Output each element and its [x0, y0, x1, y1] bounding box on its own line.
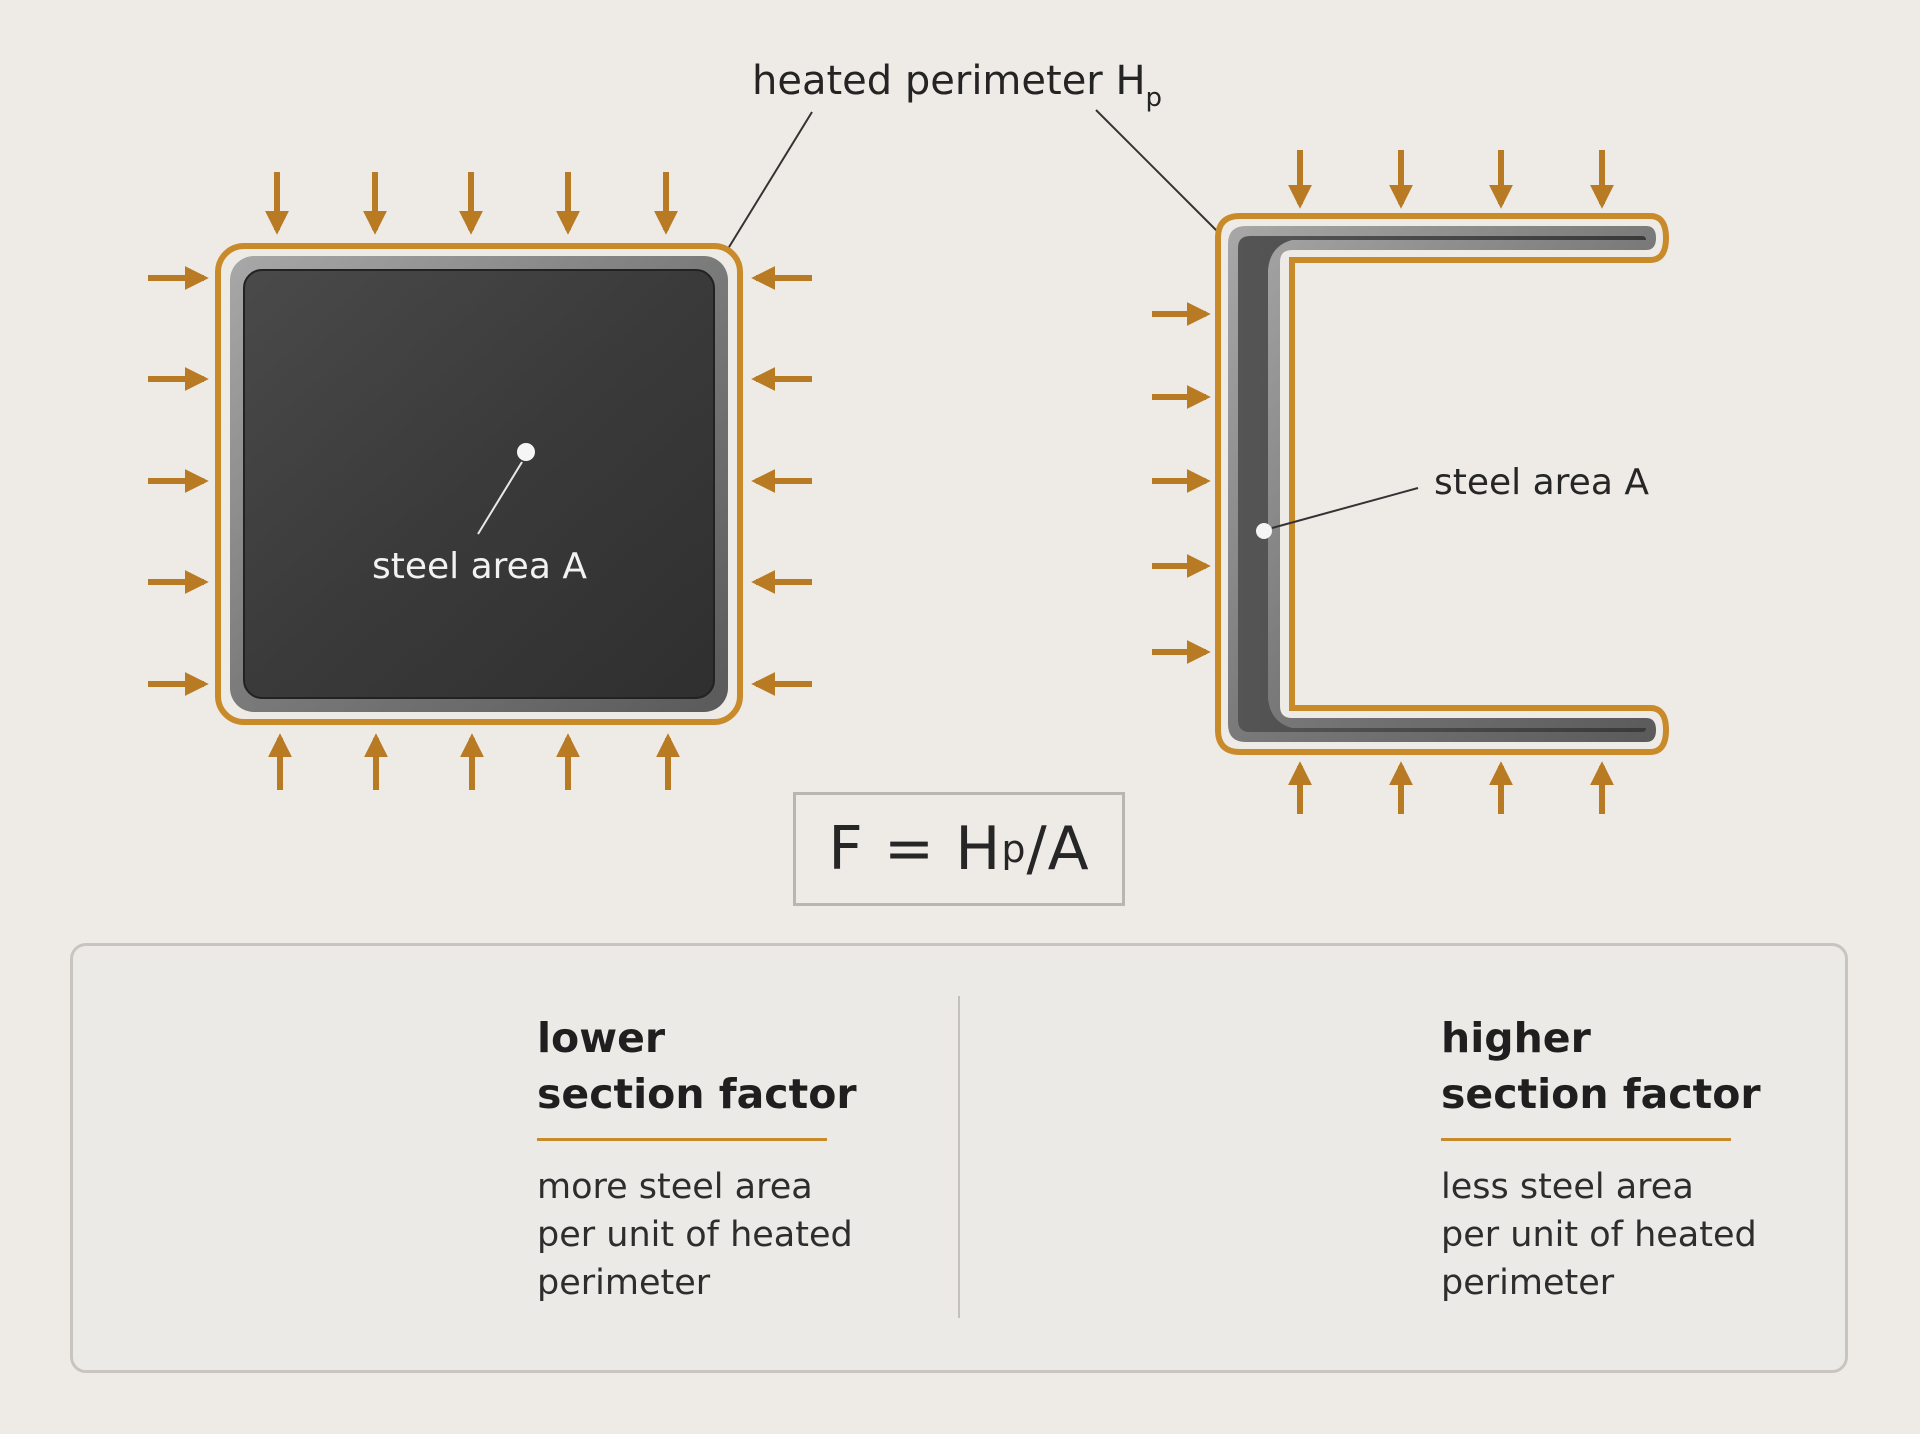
lower-description: more steel area per unit of heated perim… [537, 1167, 853, 1303]
heat-arrows-channel [1152, 150, 1614, 814]
comparison-divider [958, 996, 960, 1318]
leader-line-left [725, 111, 813, 253]
box-section-fill [244, 270, 714, 698]
steel-area-point-left [517, 443, 535, 461]
box-section: steel area A [215, 243, 743, 725]
higher-heading-rule [1441, 1138, 1731, 1141]
steel-area-point-right [1256, 523, 1272, 539]
heated-perimeter-label: heated perimeter Hp [752, 58, 1162, 113]
higher-section-factor-text: higher section factor less steel area pe… [1441, 1010, 1771, 1307]
heated-perimeter-outline-channel [1215, 213, 1670, 755]
lower-heading: lower section factor [537, 1014, 857, 1118]
channel-section: steel area A [1215, 213, 1670, 755]
leader-line-right [1095, 109, 1219, 233]
heat-arrows-box [148, 172, 812, 790]
svg-text:heated perimeter Hp: heated perimeter Hp [752, 58, 1162, 113]
channel-section-rim [1228, 226, 1656, 742]
steel-area-label-left: steel area A [372, 546, 587, 587]
lower-heading-rule [537, 1138, 827, 1141]
lower-section-factor-text: lower section factor more steel area per… [537, 1010, 867, 1307]
higher-heading: higher section factor [1441, 1014, 1761, 1118]
steel-area-label-right: steel area A [1434, 462, 1649, 503]
heated-perimeter-outline-box [215, 243, 743, 725]
higher-description: less steel area per unit of heated perim… [1441, 1167, 1757, 1303]
